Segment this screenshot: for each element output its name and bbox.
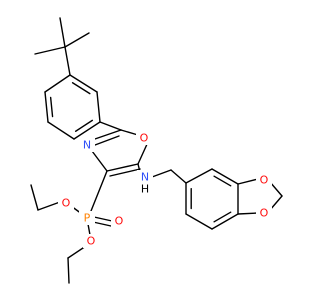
benzene-ring-bond xyxy=(73,121,101,140)
phosphorus-label: P xyxy=(84,212,91,225)
ester-ethyl-bond xyxy=(30,184,39,211)
bond-layer xyxy=(30,17,283,284)
oxazole-o-c5-bond xyxy=(137,141,149,165)
tbutyl-methyl-bond xyxy=(64,32,90,48)
benzene-ring-bond xyxy=(44,74,71,93)
molecule-structure: N O N H P O O O O O xyxy=(30,17,283,284)
dioxole-oxygen-1-label: O xyxy=(260,174,269,187)
benzodioxole-ring-bond xyxy=(211,213,239,230)
oxazole-c5-c4-bond xyxy=(106,163,139,172)
phosphoryl-bond xyxy=(93,216,113,222)
dioxole-o-bond xyxy=(237,178,259,185)
oxazole-n-c2-double-bond xyxy=(94,135,120,146)
amine-nitrogen-label: N xyxy=(141,171,149,184)
benzene-double-bond xyxy=(74,119,94,132)
ester-oxygen-1-label: O xyxy=(62,197,71,210)
phosphoryl-oxygen-label: O xyxy=(115,215,124,228)
p-ester-oxygen-bond xyxy=(87,223,91,236)
aryl-oxazole-bond xyxy=(99,121,122,131)
benzene-double-bond xyxy=(49,96,54,118)
ester-oxygen-2-label: O xyxy=(87,235,96,248)
oxazole-c4-n-bond xyxy=(91,150,108,172)
tbutyl-methyl-bond xyxy=(34,46,66,55)
benzene-ring-bond xyxy=(69,74,98,93)
benzene-double-bond xyxy=(71,82,91,95)
benzene-ring-bond xyxy=(44,91,49,123)
tbutyl-methyl-bond xyxy=(59,17,66,48)
benzodioxole-ring-bond xyxy=(185,168,213,184)
benzodioxole-double-bond xyxy=(213,175,232,187)
atom-label-layer: N O N H P O O O O O xyxy=(58,131,272,248)
c4-phosphorus-bond xyxy=(90,170,108,212)
ring-oxygen-label: O xyxy=(140,132,149,145)
dioxole-oxygen-2-label: O xyxy=(260,207,269,220)
oxazole-c5-c4-double-bond xyxy=(109,168,141,177)
ester-ethyl-bond xyxy=(37,201,61,211)
ester-ethyl-bond xyxy=(67,257,70,284)
oxazole-n-c2-bond xyxy=(91,129,122,141)
tbutyl-ring-bond xyxy=(64,46,71,76)
amine-methylene-bond xyxy=(151,169,172,178)
ring-nitrogen-label: N xyxy=(83,139,91,152)
amine-hydrogen-label: H xyxy=(141,183,149,196)
benzene-ring-bond xyxy=(96,91,101,123)
oxazole-c2-o-bond xyxy=(120,129,139,136)
benzodioxole-double-bond xyxy=(213,211,232,223)
phosphoryl-double-bond xyxy=(92,221,112,227)
benzene-ring-bond xyxy=(47,121,75,140)
methylene-aryl-bond xyxy=(170,169,187,184)
benzodioxole-ring-bond xyxy=(211,168,239,185)
benzodioxole-ring-bond xyxy=(185,213,213,230)
dioxole-o-bond xyxy=(237,212,259,215)
